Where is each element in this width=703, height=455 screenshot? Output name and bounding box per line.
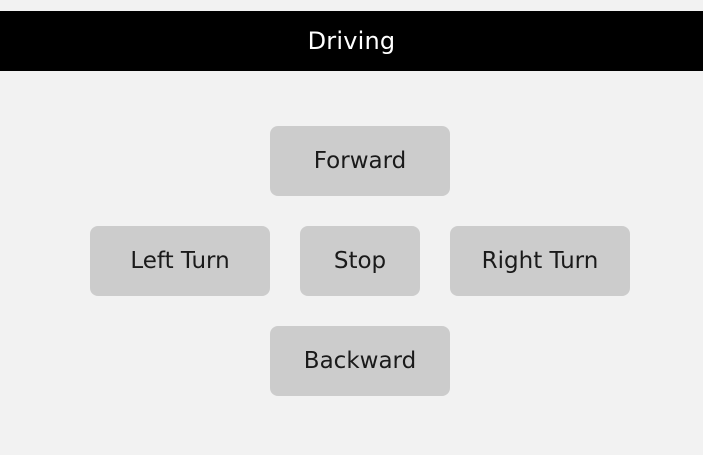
stop-button-label: Stop: [333, 248, 387, 274]
right-turn-button-label: Right Turn: [481, 248, 599, 274]
stop-button[interactable]: Stop: [300, 226, 420, 296]
forward-button-label: Forward: [313, 148, 407, 174]
page-title: Driving: [307, 27, 396, 55]
header-bar: Driving: [0, 11, 703, 71]
right-turn-button[interactable]: Right Turn: [450, 226, 630, 296]
backward-button[interactable]: Backward: [270, 326, 450, 396]
top-margin: [0, 0, 703, 11]
left-turn-button[interactable]: Left Turn: [90, 226, 270, 296]
forward-button[interactable]: Forward: [270, 126, 450, 196]
backward-button-label: Backward: [303, 348, 417, 374]
left-turn-button-label: Left Turn: [130, 248, 230, 274]
